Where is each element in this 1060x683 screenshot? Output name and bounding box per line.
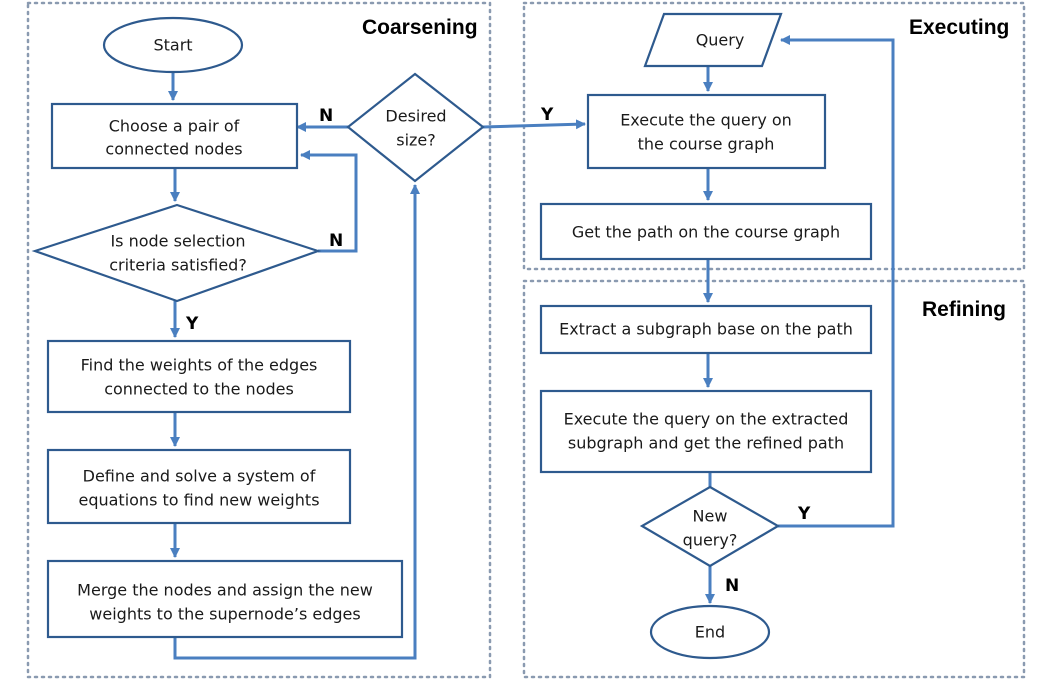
desired-size-decision: Desired size? xyxy=(346,72,485,183)
extract-subgraph-label: Extract a subgraph base on the path xyxy=(559,320,853,339)
desired-size-line-2: size? xyxy=(396,131,436,150)
end-label: End xyxy=(695,623,725,642)
new-query-decision: New query? xyxy=(639,485,781,568)
execute-coarse-node: Execute the query on the course graph xyxy=(586,93,827,170)
criteria-no-label: N xyxy=(329,231,343,251)
execute-coarse-line-1: Execute the query on xyxy=(620,111,792,130)
extract-subgraph-node: Extract a subgraph base on the path xyxy=(539,304,873,355)
choose-pair-line-1: Choose a pair of xyxy=(109,117,240,136)
executing-title: Executing xyxy=(909,16,1009,39)
define-solve-line-1: Define and solve a system of xyxy=(83,467,316,486)
choose-pair-line-2: connected nodes xyxy=(105,140,242,159)
execute-refined-node: Execute the query on the extracted subgr… xyxy=(539,389,873,474)
desired-no-label: N xyxy=(319,106,333,126)
query-label: Query xyxy=(696,31,745,50)
get-path-label: Get the path on the course graph xyxy=(572,223,840,242)
edge-criteria-no-to-choose xyxy=(300,150,358,253)
execute-refined-line-1: Execute the query on the extracted xyxy=(564,410,849,429)
refining-title: Refining xyxy=(922,298,1006,321)
criteria-yes-label: Y xyxy=(185,314,199,334)
edge-newquery-yes-to-query xyxy=(778,35,895,528)
new-query-yes-label: Y xyxy=(797,504,811,524)
coarsening-title: Coarsening xyxy=(362,16,478,39)
execute-coarse-line-2: the course graph xyxy=(638,135,775,154)
coarsening-region xyxy=(26,1,492,679)
new-query-line-1: New xyxy=(693,507,728,526)
criteria-line-2: criteria satisfied? xyxy=(109,256,247,275)
get-path-node: Get the path on the course graph xyxy=(539,202,873,261)
edge-desired-yes-to-execute xyxy=(482,119,586,130)
define-solve-node: Define and solve a system of equations t… xyxy=(46,448,352,525)
criteria-line-1: Is node selection xyxy=(110,232,245,251)
find-weights-line-2: connected to the nodes xyxy=(104,380,294,399)
define-solve-line-2: equations to find new weights xyxy=(78,491,319,510)
edge-merge-to-desired xyxy=(173,184,420,660)
desired-yes-label: Y xyxy=(540,105,554,125)
end-node: End xyxy=(649,604,771,660)
execute-refined-line-2: subgraph and get the refined path xyxy=(568,434,844,453)
new-query-no-label: N xyxy=(725,576,739,596)
criteria-decision: Is node selection criteria satisfied? xyxy=(31,203,322,303)
merge-node: Merge the nodes and assign the new weigh… xyxy=(46,559,404,639)
start-node: Start xyxy=(102,16,244,74)
new-query-line-2: query? xyxy=(683,531,738,550)
start-label: Start xyxy=(153,36,192,55)
choose-pair-node: Choose a pair of connected nodes xyxy=(50,102,299,170)
find-weights-line-1: Find the weights of the edges xyxy=(81,356,318,375)
find-weights-node: Find the weights of the edges connected … xyxy=(46,339,352,414)
merge-line-1: Merge the nodes and assign the new xyxy=(77,581,373,600)
executing-region xyxy=(522,1,1026,271)
desired-size-line-1: Desired xyxy=(385,107,446,126)
query-node: Query xyxy=(643,12,783,68)
merge-line-2: weights to the supernode’s edges xyxy=(89,605,360,624)
